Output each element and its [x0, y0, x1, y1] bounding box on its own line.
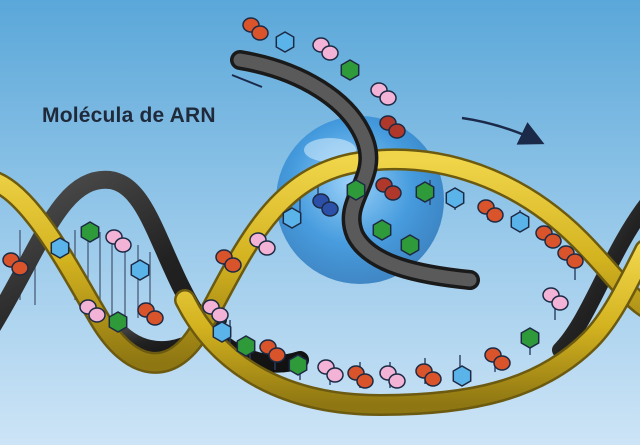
nucleotide-base	[288, 354, 308, 376]
nucleotide-base	[557, 245, 584, 269]
nucleotide-base	[347, 365, 374, 389]
nucleotide-base	[275, 31, 295, 53]
nucleotide-base	[130, 259, 150, 281]
nucleotide-base	[249, 232, 276, 256]
nucleotide-base	[312, 37, 339, 61]
nucleotide-base	[542, 287, 569, 311]
nucleotide-base	[477, 199, 504, 223]
nucleotide-base	[242, 17, 269, 41]
nucleotide-base	[137, 302, 164, 326]
nucleotide-base	[2, 252, 29, 276]
nucleotide-base	[400, 234, 420, 256]
nucleotide-base	[212, 321, 232, 343]
nucleotide-base	[202, 299, 229, 323]
nucleotide-base	[105, 229, 132, 253]
nucleotide-base	[510, 211, 530, 233]
nucleotide-base	[379, 115, 406, 139]
direction-arrow	[461, 116, 545, 145]
nucleotide-base	[484, 347, 511, 371]
nucleotide-base	[445, 187, 465, 209]
nucleotide-base	[375, 177, 402, 201]
nucleotide-base	[236, 335, 256, 357]
nucleotide-base	[50, 237, 70, 259]
nucleotide-base	[452, 365, 472, 387]
nucleotide-base	[415, 181, 435, 203]
rna-molecule-label: Molécula de ARN	[42, 104, 216, 127]
nucleotide-base	[346, 179, 366, 201]
nucleotide-base	[80, 221, 100, 243]
nucleotide-base	[317, 359, 344, 383]
nucleotide-base	[312, 193, 339, 217]
nucleotide-base	[340, 59, 360, 81]
label-pointer	[231, 74, 263, 88]
nucleotide-bases	[2, 17, 584, 389]
nucleotide-base	[535, 225, 562, 249]
nucleotide-base	[215, 249, 242, 273]
nucleotide-base	[79, 299, 106, 323]
nucleotide-base	[415, 363, 442, 387]
nucleotide-base	[370, 82, 397, 106]
nucleotide-base	[520, 327, 540, 349]
nucleotide-base	[108, 311, 128, 333]
nucleotide-base	[372, 219, 392, 241]
nucleotide-base	[259, 339, 286, 363]
nucleotide-base	[379, 365, 406, 389]
nucleotide-base	[282, 207, 302, 229]
